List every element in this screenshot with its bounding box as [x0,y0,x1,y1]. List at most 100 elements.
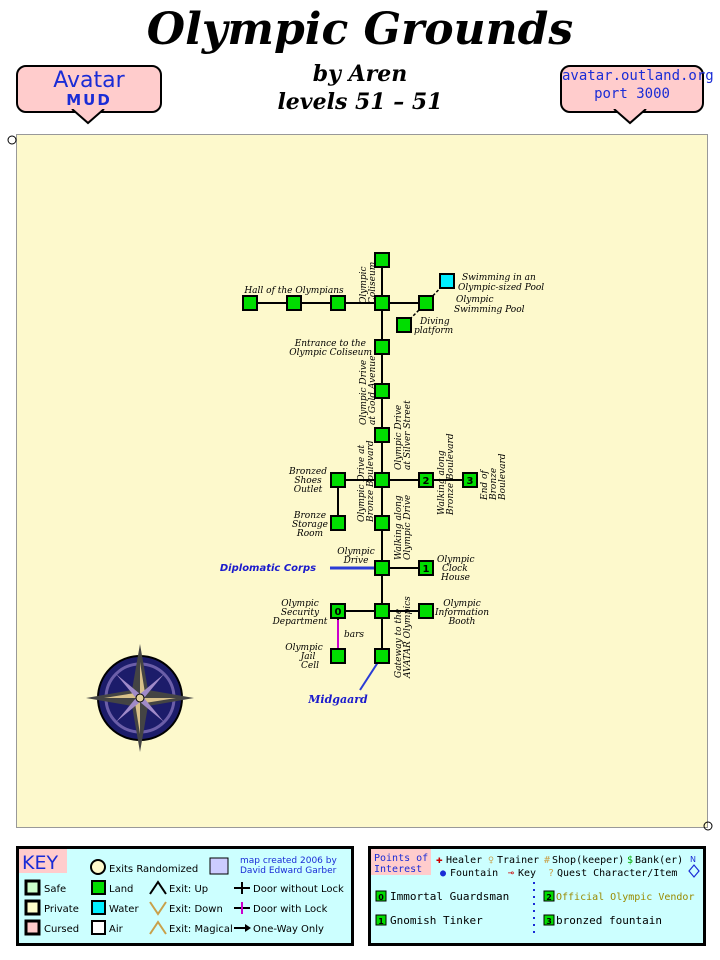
room-security-dept[interactable] [330,603,346,619]
key-one-way: One-Way Only [253,924,324,935]
label-entrance-1: Entrance to the [294,339,366,349]
room-olympic-coliseum[interactable] [374,295,390,311]
byline: by Aren levels 51 – 51 [180,60,540,116]
label-security-3: Department [272,617,328,627]
poi-key: Key [518,868,536,879]
room-coliseum-entrance[interactable] [374,339,390,355]
private-icon [24,899,41,916]
safe-icon [24,879,41,896]
shop-icon: # [544,855,550,866]
room-walking-drive[interactable] [374,515,390,531]
label-bronze-blvd-2: Bronze Boulevard [366,440,376,523]
key-title-bg [19,849,67,873]
air-icon [91,920,106,935]
exit-magical-icon [149,920,167,935]
label-gateway-1: Gateway to the [394,609,404,678]
room-gold-avenue[interactable] [374,383,390,399]
room-hall-corridor[interactable] [286,295,302,311]
key-exits-randomized: Exits Randomized [109,864,198,875]
room-bronzed-shoes[interactable] [330,472,346,488]
poi-num-1-text: 1 [378,917,384,926]
poi-symbols: Points of Interest ✚ Healer ♀ Trainer # … [371,849,700,938]
label-jail-1: Olympic [285,643,323,653]
banner-tail-right [613,109,647,125]
banner-avatar: Avatar [53,68,125,93]
poi-num-2 [543,890,555,902]
room-silver-street[interactable] [374,427,390,443]
mark-vendor: 2 [423,476,430,487]
label-walking-drive-2: Olympic Drive [403,495,413,560]
poi-title-bg [371,849,431,875]
area-map: 2 3 1 0 Hall of the Olympians Olympic Co… [7,135,713,831]
label-walking-bronze-2: Bronze Boulevard [446,433,456,516]
label-clock-3: House [440,573,470,583]
label-jail-3: Cell [301,661,319,671]
label-security-1: Olympic [281,599,319,609]
label-clock-1: Olympic [437,555,475,565]
key-door-no-lock: Door without Lock [253,884,344,895]
label-midgaard[interactable]: Midgaard [307,693,368,706]
credit-2: David Edward Garber [240,866,337,876]
room-olympic-drive[interactable] [374,560,390,576]
poi-entry-0: Immortal Guardsman [390,890,509,903]
key-exit-up: Exit: Up [169,884,208,895]
label-swim-pool-1: Olympic [456,295,494,305]
label-hall: Hall of the Olympians [243,286,344,296]
key-cursed: Cursed [44,924,79,935]
label-entrance-2: Olympic Coliseum [289,348,372,358]
compass-rose-icon [86,644,194,752]
label-swim-in-1: Swimming in an [462,273,536,283]
poi-title-2: Interest [374,864,422,875]
poi-num-2-text: 2 [546,893,552,902]
room-end-bronze[interactable] [462,472,478,488]
room-swimming-water[interactable] [439,273,455,289]
label-gateway-2: AVATAR Olympics [403,596,413,679]
mark-tinker: 1 [423,564,430,575]
label-security-2: Security [281,608,320,618]
trainer-icon: ♀ [488,855,494,866]
server-banner: avatar.outland.org port 3000 [560,65,714,113]
room-drive-south[interactable] [374,603,390,619]
label-gold-2: at Gold Avenue [368,356,378,425]
label-bronze-blvd-1: Olympic Drive at [357,445,367,522]
poi-entry-1: Gnomish Tinker [390,914,483,927]
room-jail-cell[interactable] [330,648,346,664]
room-hall-entry[interactable] [330,295,346,311]
key-title: KEY [22,852,58,874]
room-hall-olympians[interactable] [242,295,258,311]
key-icon: ⊸ [508,868,514,879]
label-silver-1: Olympic Drive [394,405,404,470]
poi-title-1: Points of [374,853,428,864]
poi-bank: Bank(er) [635,855,683,866]
exit-up-icon [149,880,167,895]
label-diplomatic[interactable]: Diplomatic Corps [220,563,316,574]
poi-num-3 [543,914,555,926]
room-walking-bronze[interactable] [418,472,434,488]
label-info-1: Olympic [443,599,481,609]
label-walking-bronze-1: Walking along [437,450,447,515]
mark-guardsman: 0 [335,607,342,618]
poi-num-3-text: 3 [546,917,552,926]
room-info-booth[interactable] [418,603,434,619]
bank-icon: $ [627,855,633,866]
label-clock-2: Clock [442,564,468,574]
room-gateway[interactable] [374,648,390,664]
label-bars: bars [344,630,364,640]
room-swimming-pool[interactable] [418,295,434,311]
key-water: Water [109,904,139,915]
room-diving-platform[interactable] [396,317,412,333]
poi-shop: Shop(keeper) [552,855,624,866]
land-icon [91,880,106,895]
room-coliseum-north[interactable] [374,252,390,268]
label-diving-1: Diving [419,317,450,327]
poi-fountain: Fountain [450,868,498,879]
label-swim-pool-2: Swimming Pool [454,305,525,315]
room-bronze-storage[interactable] [330,515,346,531]
key-exit-magical: Exit: Magical [169,924,233,935]
exit-down-icon [149,901,167,916]
label-info-2: Information [434,608,489,618]
room-bronze-boulevard[interactable] [374,472,390,488]
room-clock-house[interactable] [418,560,434,576]
key-land: Land [109,884,133,895]
map-title: Olympic Grounds [146,4,574,55]
